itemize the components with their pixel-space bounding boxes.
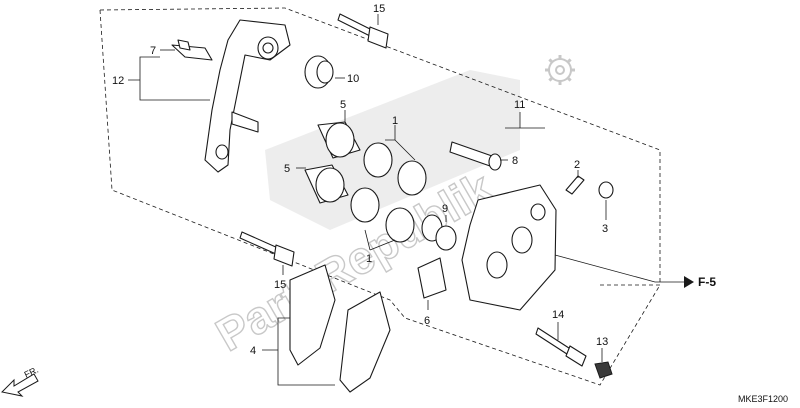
caliper-boot xyxy=(421,214,457,251)
leader-lines xyxy=(128,14,690,386)
callout-1-lower: 1 xyxy=(366,253,372,265)
pin-boot xyxy=(304,55,334,89)
brake-pads xyxy=(289,264,391,393)
callout-10: 10 xyxy=(347,73,359,85)
callout-12: 12 xyxy=(112,75,124,87)
callout-1-upper: 1 xyxy=(392,115,398,127)
callout-15-bottom: 15 xyxy=(274,279,286,291)
slide-pin xyxy=(449,141,502,171)
nut-13 xyxy=(594,361,613,379)
bleeder-cap xyxy=(598,181,614,199)
pad-spring xyxy=(417,257,447,299)
watermark-gear-icon xyxy=(545,55,575,85)
bolt-15-bottom xyxy=(239,231,295,267)
callout-5-lower: 5 xyxy=(284,163,290,175)
reference-arrow xyxy=(684,276,694,288)
caliper-body xyxy=(461,184,557,311)
callout-14: 14 xyxy=(552,309,564,321)
callout-15-top: 15 xyxy=(373,3,385,15)
pad-retainer-clip xyxy=(171,39,213,61)
callout-13: 13 xyxy=(596,336,608,348)
callout-3: 3 xyxy=(602,223,608,235)
callout-4: 4 xyxy=(250,345,256,357)
front-direction-arrow-icon xyxy=(0,373,39,397)
bolt-15-top xyxy=(337,13,389,49)
callout-8: 8 xyxy=(512,155,518,167)
callout-11: 11 xyxy=(514,99,525,111)
bolt-14 xyxy=(535,327,587,367)
bleeder-valve xyxy=(565,175,585,195)
caliper-bracket xyxy=(204,19,291,173)
callout-9: 9 xyxy=(442,203,448,215)
callout-6: 6 xyxy=(424,315,430,327)
pistons-and-seals xyxy=(304,121,427,243)
callout-2: 2 xyxy=(574,159,580,171)
callout-7: 7 xyxy=(150,45,156,57)
diagram-code: MKE3F1200 xyxy=(738,394,788,404)
reference-label: F-5 xyxy=(698,275,716,289)
direction-label: FR. xyxy=(23,365,40,380)
callout-5-upper: 5 xyxy=(340,99,346,111)
